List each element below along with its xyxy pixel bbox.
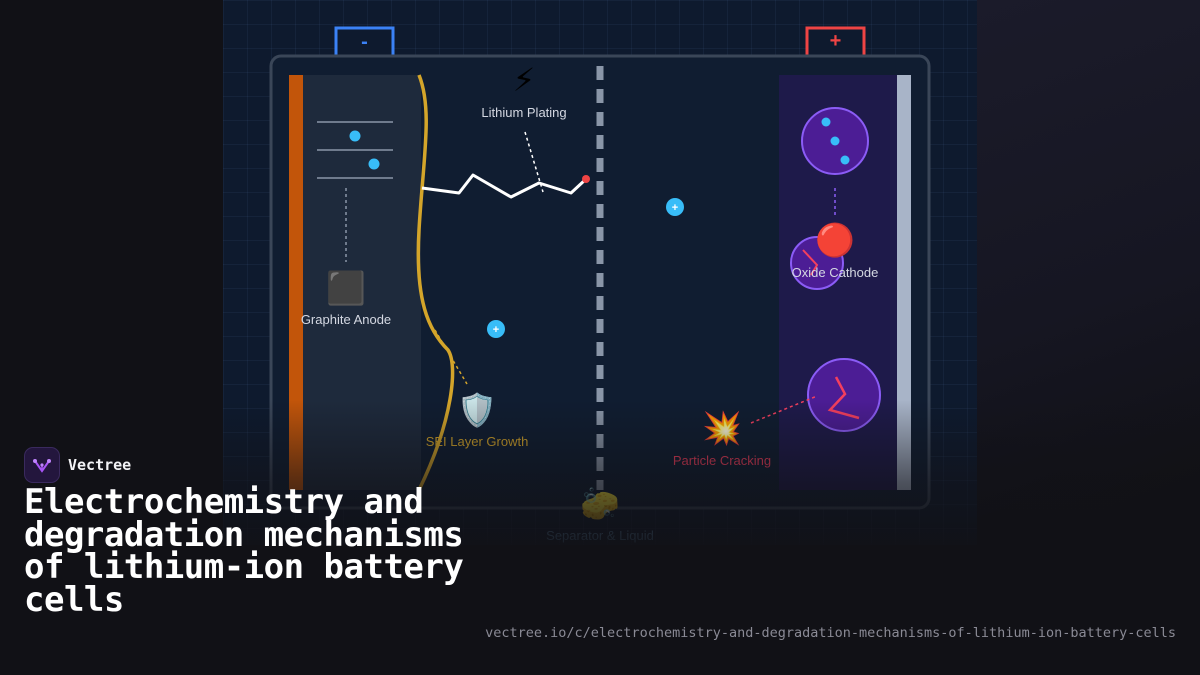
negative-terminal-label: - (361, 31, 368, 53)
crack-line (802, 249, 819, 276)
plating-leader-line (524, 131, 544, 193)
anode-current-collector (289, 75, 303, 490)
cathode-lithium-ion (821, 117, 831, 127)
cathode-lithium-ion (830, 136, 840, 146)
sei-layer-label: SEI Layer Growth (425, 434, 529, 449)
lithium-plating-label: Lithium Plating (481, 105, 567, 120)
positive-terminal-label: + (830, 30, 842, 52)
brand: Vectree (24, 447, 131, 483)
page-url[interactable]: vectree.io/c/electrochemistry-and-degrad… (485, 625, 1176, 641)
dendrite-tip (582, 175, 590, 183)
cathode-lithium-ion (840, 155, 850, 165)
background-gradient (975, 0, 1200, 675)
separator-label: Separator & Liquid (546, 528, 654, 543)
sei-leader-line (434, 329, 468, 385)
intercalated-lithium-ion (368, 158, 380, 170)
lithium-ion (666, 198, 684, 216)
ion-charge-symbol: + (493, 324, 499, 336)
red-circle-icon: 🔴 (815, 221, 855, 259)
ion-charge-symbol: + (672, 202, 678, 214)
brand-name: Vectree (68, 456, 132, 474)
page-title: Electrochemistry and degradation mechani… (24, 482, 464, 620)
lightning-icon: ⚡ (512, 61, 536, 99)
particle-cracking-label: Particle Cracking (672, 453, 772, 468)
cathode-current-collector (897, 75, 911, 490)
shield-icon: 🛡️ (457, 391, 497, 429)
lithium-dendrite (421, 173, 587, 199)
vectree-logo-icon (24, 447, 60, 483)
sponge-icon: 🧽 (580, 485, 620, 523)
graphite-block-icon: ⬛ (326, 269, 366, 307)
battery-diagram: - + + + (223, 0, 977, 545)
oxide-cathode-label: Oxide Cathode (791, 265, 879, 280)
intercalated-lithium-ion (349, 130, 361, 142)
battery-svg: - + + + (269, 26, 931, 510)
lithium-ion (487, 320, 505, 338)
graphite-anode-label: Graphite Anode (300, 312, 392, 327)
explosion-icon: 💥 (702, 409, 742, 447)
